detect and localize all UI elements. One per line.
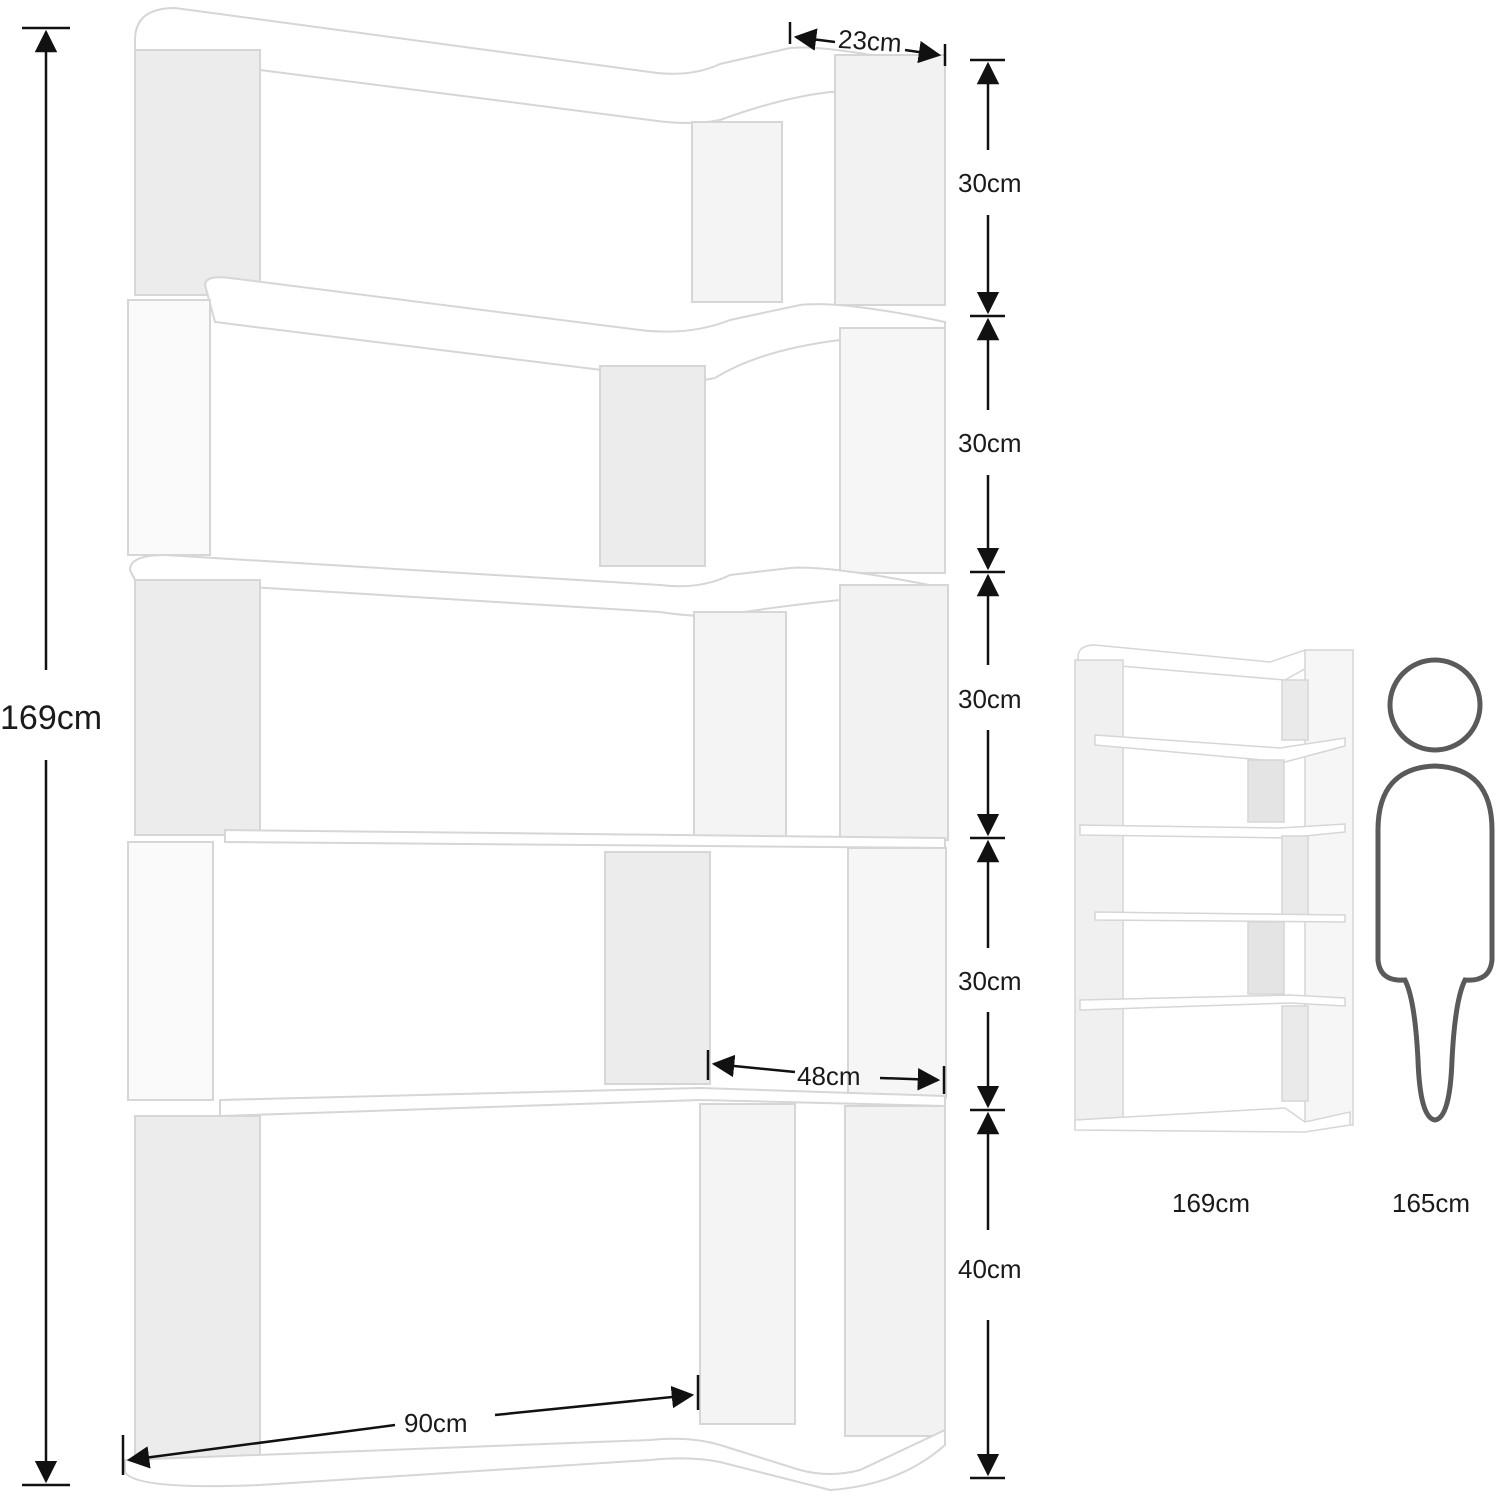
shelf-board-bottom (124, 1428, 946, 1492)
label-tier-1: 30cm (958, 168, 1022, 198)
side-arrow-right (879, 1068, 941, 1091)
small-inner-1 (1281, 679, 1309, 741)
label-tier-5: 40cm (958, 1254, 1022, 1284)
small-shelf-3 (1079, 823, 1346, 839)
side-panel-right-5 (844, 1105, 946, 1437)
person-body (1375, 763, 1495, 1123)
inner-panel-3 (693, 611, 787, 838)
dimension-lines (22, 22, 1005, 1487)
shelf-board-2 (203, 276, 946, 382)
label-total-height: 169cm (0, 699, 102, 737)
base-arrow-left (126, 1423, 396, 1469)
base-arrow-right (494, 1385, 695, 1417)
inner-panel-1 (691, 121, 783, 303)
small-panel-left (1074, 659, 1124, 1129)
bookshelf-small (1074, 644, 1354, 1133)
inner-panel-5 (699, 1103, 796, 1425)
label-tier-3: 30cm (958, 684, 1022, 714)
shelf-board-5 (219, 1086, 946, 1118)
person-silhouette (1375, 657, 1495, 1123)
small-shelf-bottom (1074, 1107, 1351, 1133)
small-shelf-2 (1094, 734, 1346, 763)
label-top-depth: 23cm (837, 24, 903, 58)
small-inner-2 (1247, 759, 1285, 823)
small-panel-right (1304, 649, 1354, 1126)
label-compare-shelf: 169cm (1172, 1188, 1250, 1218)
label-compare-person: 165cm (1392, 1188, 1470, 1218)
label-tier-2: 30cm (958, 428, 1022, 458)
depth-arrow-right (904, 40, 942, 64)
side-panel-left-1 (134, 49, 261, 296)
small-shelf-4 (1094, 911, 1346, 923)
depth-arrow-left (793, 28, 836, 51)
side-panel-right-1 (834, 54, 946, 306)
inner-panel-2 (599, 365, 706, 567)
small-shelf-top (1077, 644, 1351, 681)
side-panel-left-4 (127, 841, 214, 1101)
bookshelf-main (124, 6, 949, 1492)
person-head (1387, 657, 1483, 753)
side-panel-left-2 (127, 299, 211, 556)
side-panel-right-3 (839, 584, 949, 841)
label-side-width: 48cm (797, 1061, 861, 1091)
small-inner-4 (1247, 921, 1285, 995)
shelf-board-4 (224, 828, 946, 850)
label-tier-4: 30cm (958, 966, 1022, 996)
inner-panel-4 (604, 851, 711, 1085)
label-base-width: 90cm (404, 1408, 468, 1438)
small-inner-5 (1281, 1005, 1309, 1102)
side-panel-right-2 (839, 327, 946, 574)
small-shelf-5 (1079, 994, 1346, 1011)
side-panel-left-5 (134, 1115, 261, 1467)
side-arrow-left (711, 1054, 796, 1078)
small-inner-3 (1281, 835, 1309, 917)
dimension-labels: 169cm 23cm 30cm 30cm 30cm 30cm 40cm 48cm… (0, 24, 1022, 1438)
side-panel-left-3 (134, 579, 261, 836)
side-panel-right-4 (847, 847, 947, 1099)
